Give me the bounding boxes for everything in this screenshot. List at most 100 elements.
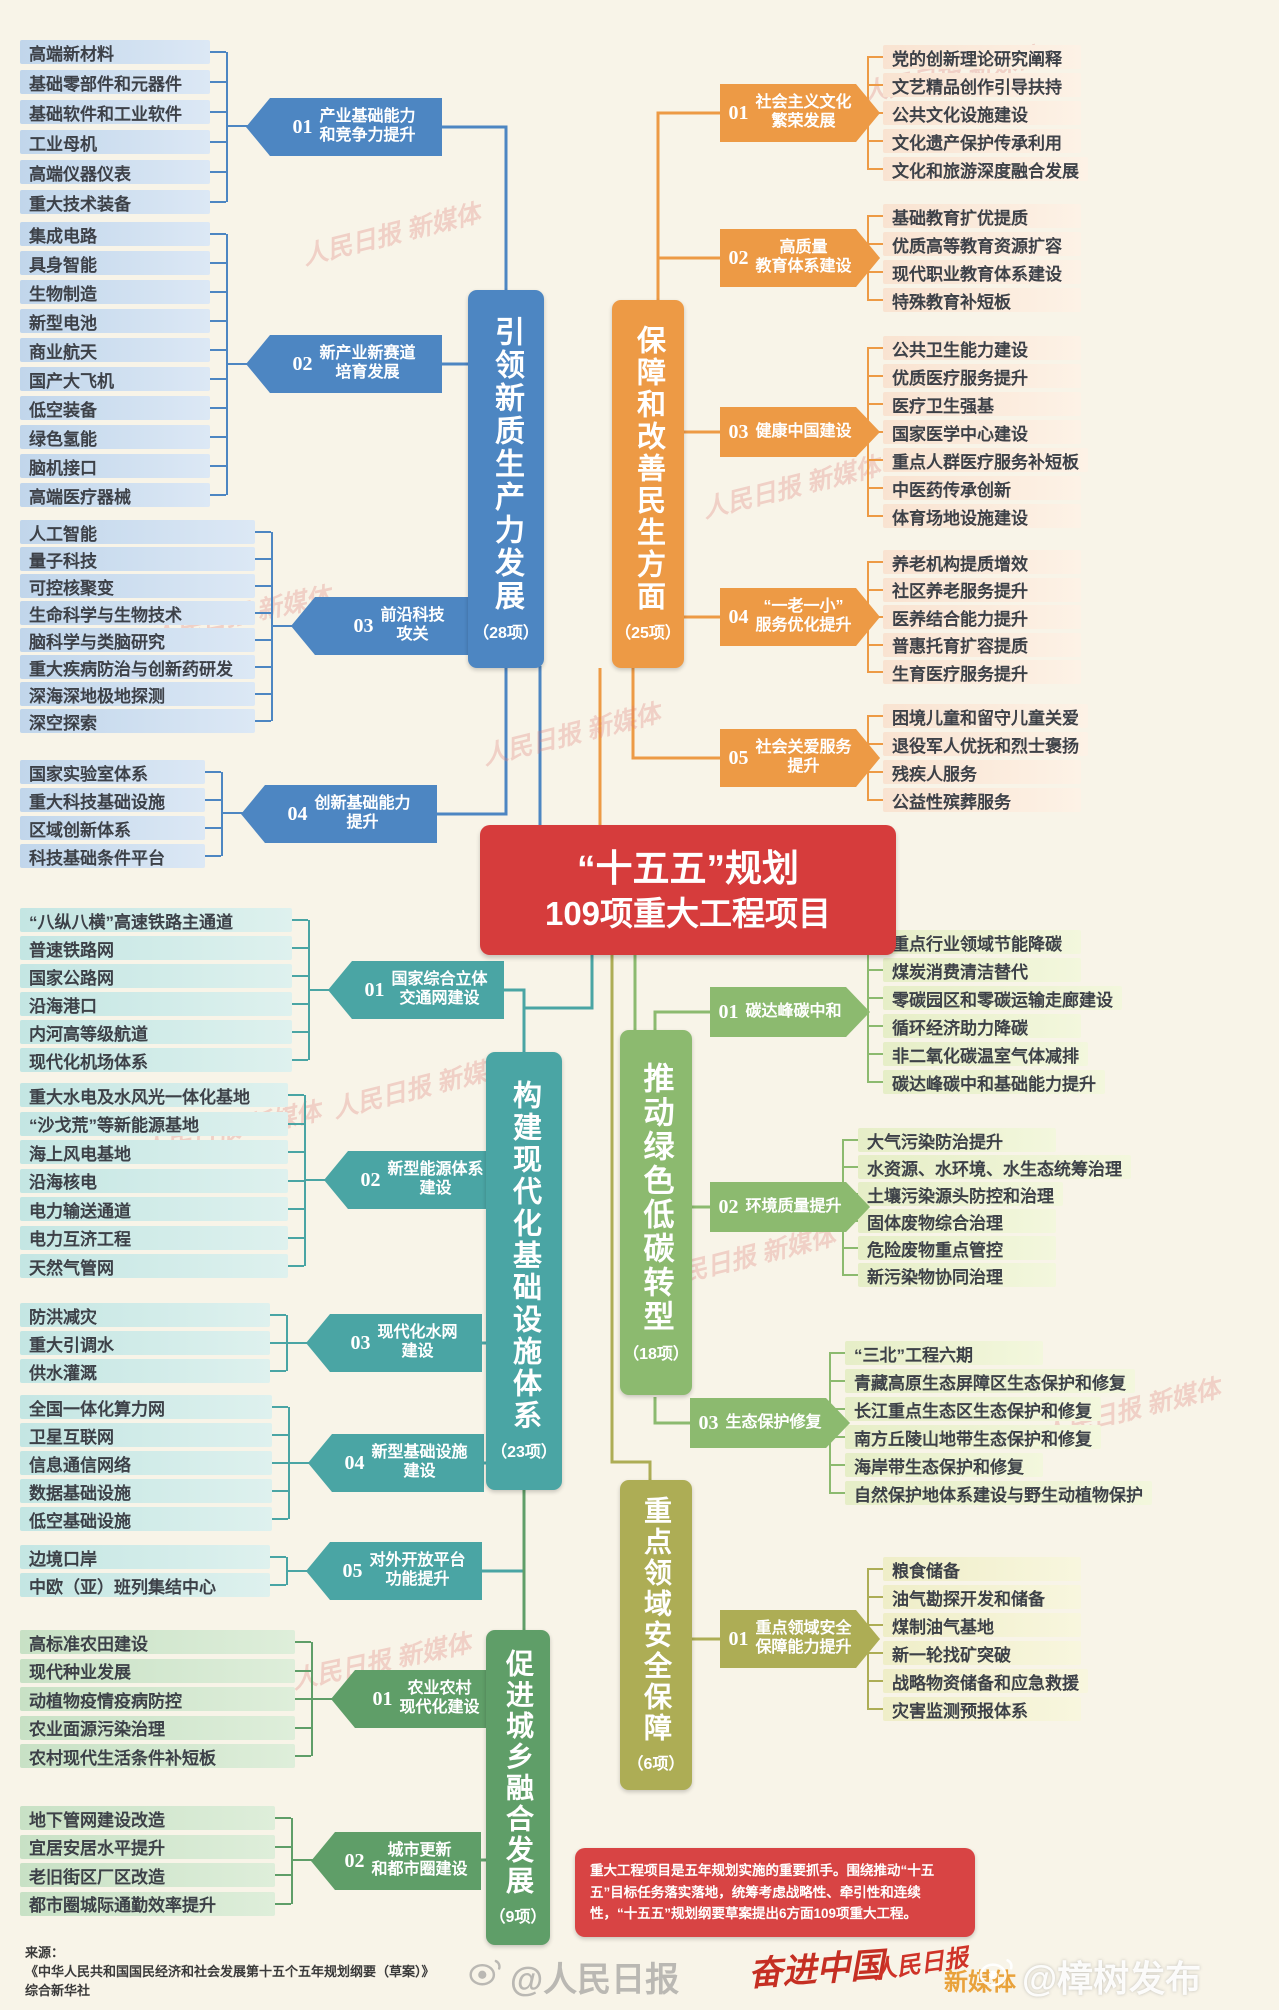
- badge-label: 环境质量提升: [745, 1197, 842, 1215]
- item-list: 养老机构提质增效社区养老服务提升医养结合能力提升普惠托育扩容提质生育医疗服务提升: [867, 550, 1081, 688]
- list-item: 地下管网建设改造: [20, 1806, 291, 1830]
- branch-urban-rural-integration: 促进城乡融合发展 （9项）: [486, 1630, 550, 1945]
- branch-title: 引领新质生产力发展: [490, 315, 523, 613]
- list-item: 工业母机: [20, 130, 226, 154]
- list-item: 防洪减灾: [20, 1303, 286, 1327]
- list-item: 油气勘探开发和储备: [867, 1585, 1081, 1609]
- badge-04-elderly-children: 04 “一老一小” 服务优化提升: [720, 588, 880, 646]
- item-list: 国家实验室体系重大科技基础设施区域创新体系科技基础条件平台: [20, 760, 221, 872]
- list-item: 高端医疗器械: [20, 483, 226, 507]
- list-item: 退役军人优抚和烈士褒扬: [867, 732, 1088, 756]
- list-item: 国产大飞机: [20, 367, 226, 391]
- list-item: 基础软件和工业软件: [20, 100, 226, 124]
- list-item: 体育场地设施建设: [867, 504, 1081, 528]
- badge-number: 03: [728, 421, 749, 443]
- bracket-line: [226, 52, 228, 202]
- badge-04-innovation-base: 04 创新基础能力 提升: [241, 785, 437, 843]
- badge-03-healthy-china: 03 健康中国建设: [720, 407, 880, 457]
- badge-number: 05: [728, 747, 749, 769]
- bracket-line: [221, 772, 223, 856]
- list-item: 煤炭消费清洁替代: [867, 958, 1081, 982]
- connector-line: [286, 1342, 308, 1344]
- list-item: 商业航天: [20, 338, 226, 362]
- list-item: 电力输送通道: [20, 1197, 304, 1221]
- badge-number: 01: [728, 102, 749, 124]
- weibo-right-watermark: @樟树发布: [978, 1950, 1201, 2002]
- badge-label: 新型能源体系 建设: [387, 1161, 484, 1197]
- badge-label: 社会关爱服务 提升: [755, 739, 852, 775]
- list-item: 宜居安居水平提升: [20, 1834, 291, 1859]
- branch-title: 推动绿色低碳转型: [638, 1061, 674, 1334]
- list-item: 国家实验室体系: [20, 760, 221, 784]
- list-item: 低空装备: [20, 396, 226, 420]
- list-item: 党的创新理论研究阐释: [867, 45, 1081, 69]
- connector-line: [291, 1859, 313, 1861]
- connector-line: [308, 989, 330, 991]
- badge-02-new-energy: 02 新型能源体系 建设: [324, 1151, 500, 1209]
- list-item: 可控核聚变: [20, 574, 271, 598]
- badge-02-urban-renewal: 02 城市更新 和都市圈建设: [311, 1832, 481, 1890]
- item-list: “三北”工程六期青藏高原生态屏障区生态保护和修复长江重点生态区生态保护和修复南方…: [829, 1341, 1152, 1509]
- item-list: “八纵八横”高速铁路主通道普速铁路网国家公路网沿海港口内河高等级航道现代化机场体…: [20, 908, 308, 1076]
- badge-label: 对外开放平台 功能提升: [369, 1552, 466, 1588]
- item-list: 基础教育扩优提质优质高等教育资源扩容现代职业教育体系建设特殊教育补短板: [867, 204, 1081, 316]
- list-item: 医疗卫生强基: [867, 392, 1081, 416]
- badge-02-new-industries: 02 新产业新赛道 培育发展: [246, 335, 442, 393]
- list-item: 生命科学与生物技术: [20, 601, 271, 625]
- connector-line: [286, 1570, 308, 1572]
- list-item: 绿色氢能: [20, 425, 226, 449]
- list-item: 海岸带生态保护和修复: [829, 1453, 1043, 1477]
- badge-01-security: 01 重点领域安全 保障能力提升: [720, 1610, 880, 1668]
- list-item: “三北”工程六期: [829, 1341, 1043, 1365]
- badge-number: 02: [728, 247, 749, 269]
- branch-count: （23项）: [491, 1444, 557, 1461]
- badge-01-culture: 01 社会主义文化 繁荣发展: [720, 84, 880, 142]
- item-list: 边境口岸中欧（亚）班列集结中心: [20, 1545, 286, 1601]
- list-item: 现代种业发展: [20, 1658, 311, 1683]
- badge-number: 03: [698, 1412, 719, 1434]
- list-item: 现代职业教育体系建设: [867, 260, 1081, 284]
- connector-line: [226, 125, 248, 127]
- badge-label: 产业基础能力 和竞争力提升: [319, 108, 416, 144]
- badge-number: 01: [718, 1001, 739, 1023]
- source-line-2: 综合新华社: [25, 1982, 91, 1998]
- list-item: 长江重点生态区生态保护和修复: [829, 1397, 1101, 1421]
- badge-number: 04: [287, 803, 308, 825]
- list-item: 文化和旅游深度融合发展: [867, 157, 1088, 181]
- list-item: 优质医疗服务提升: [867, 364, 1081, 388]
- right-watermark-label: @樟树发布: [1022, 1958, 1202, 1999]
- badge-number: 04: [344, 1452, 365, 1474]
- list-item: 文化遗产保护传承利用: [867, 129, 1081, 153]
- list-item: 量子科技: [20, 547, 271, 571]
- badge-label: 高质量 教育体系建设: [755, 239, 852, 275]
- list-item: 沿海核电: [20, 1168, 304, 1193]
- badge-03-frontier-tech: 03 前沿科技 攻关: [291, 597, 487, 655]
- badge-01-industrial-base: 01 产业基础能力 和竞争力提升: [246, 98, 442, 156]
- list-item: 全国一体化算力网: [20, 1395, 288, 1419]
- list-item: 医养结合能力提升: [867, 605, 1081, 629]
- badge-label: “一老一小” 服务优化提升: [755, 598, 852, 634]
- badge-label: 碳达峰碳中和: [745, 1002, 842, 1020]
- list-item: 残疾人服务: [867, 760, 1081, 784]
- badge-number: 01: [364, 979, 385, 1001]
- branch-title: 促进城乡融合发展: [503, 1648, 534, 1897]
- list-item: 具身智能: [20, 251, 226, 275]
- list-item: 困境儿童和留守儿童关爱: [867, 704, 1088, 728]
- list-item: 重大水电及水风光一体化基地: [20, 1083, 304, 1107]
- press-watermark-label: @人民日报: [510, 1961, 680, 1999]
- branch-title: 保障和改善民生方面: [632, 325, 665, 613]
- connector-line: [221, 812, 243, 814]
- list-item: 优质高等教育资源扩容: [867, 232, 1081, 256]
- weibo-icon: [468, 1957, 502, 1996]
- list-item: 海上风电基地: [20, 1140, 304, 1164]
- badge-label: 社会主义文化 繁荣发展: [755, 94, 852, 130]
- badge-number: 01: [372, 1688, 393, 1710]
- weibo-icon: [978, 1955, 1014, 1997]
- title-line-2: 109项重大工程项目: [544, 894, 832, 932]
- summary-note: 重大工程项目是五年规划实施的重要抓手。围绕推动“十五五”目标任务落实落地，统筹考…: [575, 1848, 975, 1937]
- list-item: 特殊教育补短板: [867, 288, 1081, 312]
- connector-line: [311, 1698, 333, 1700]
- list-item: 普速铁路网: [20, 936, 308, 960]
- branch-count: （28项）: [473, 624, 539, 642]
